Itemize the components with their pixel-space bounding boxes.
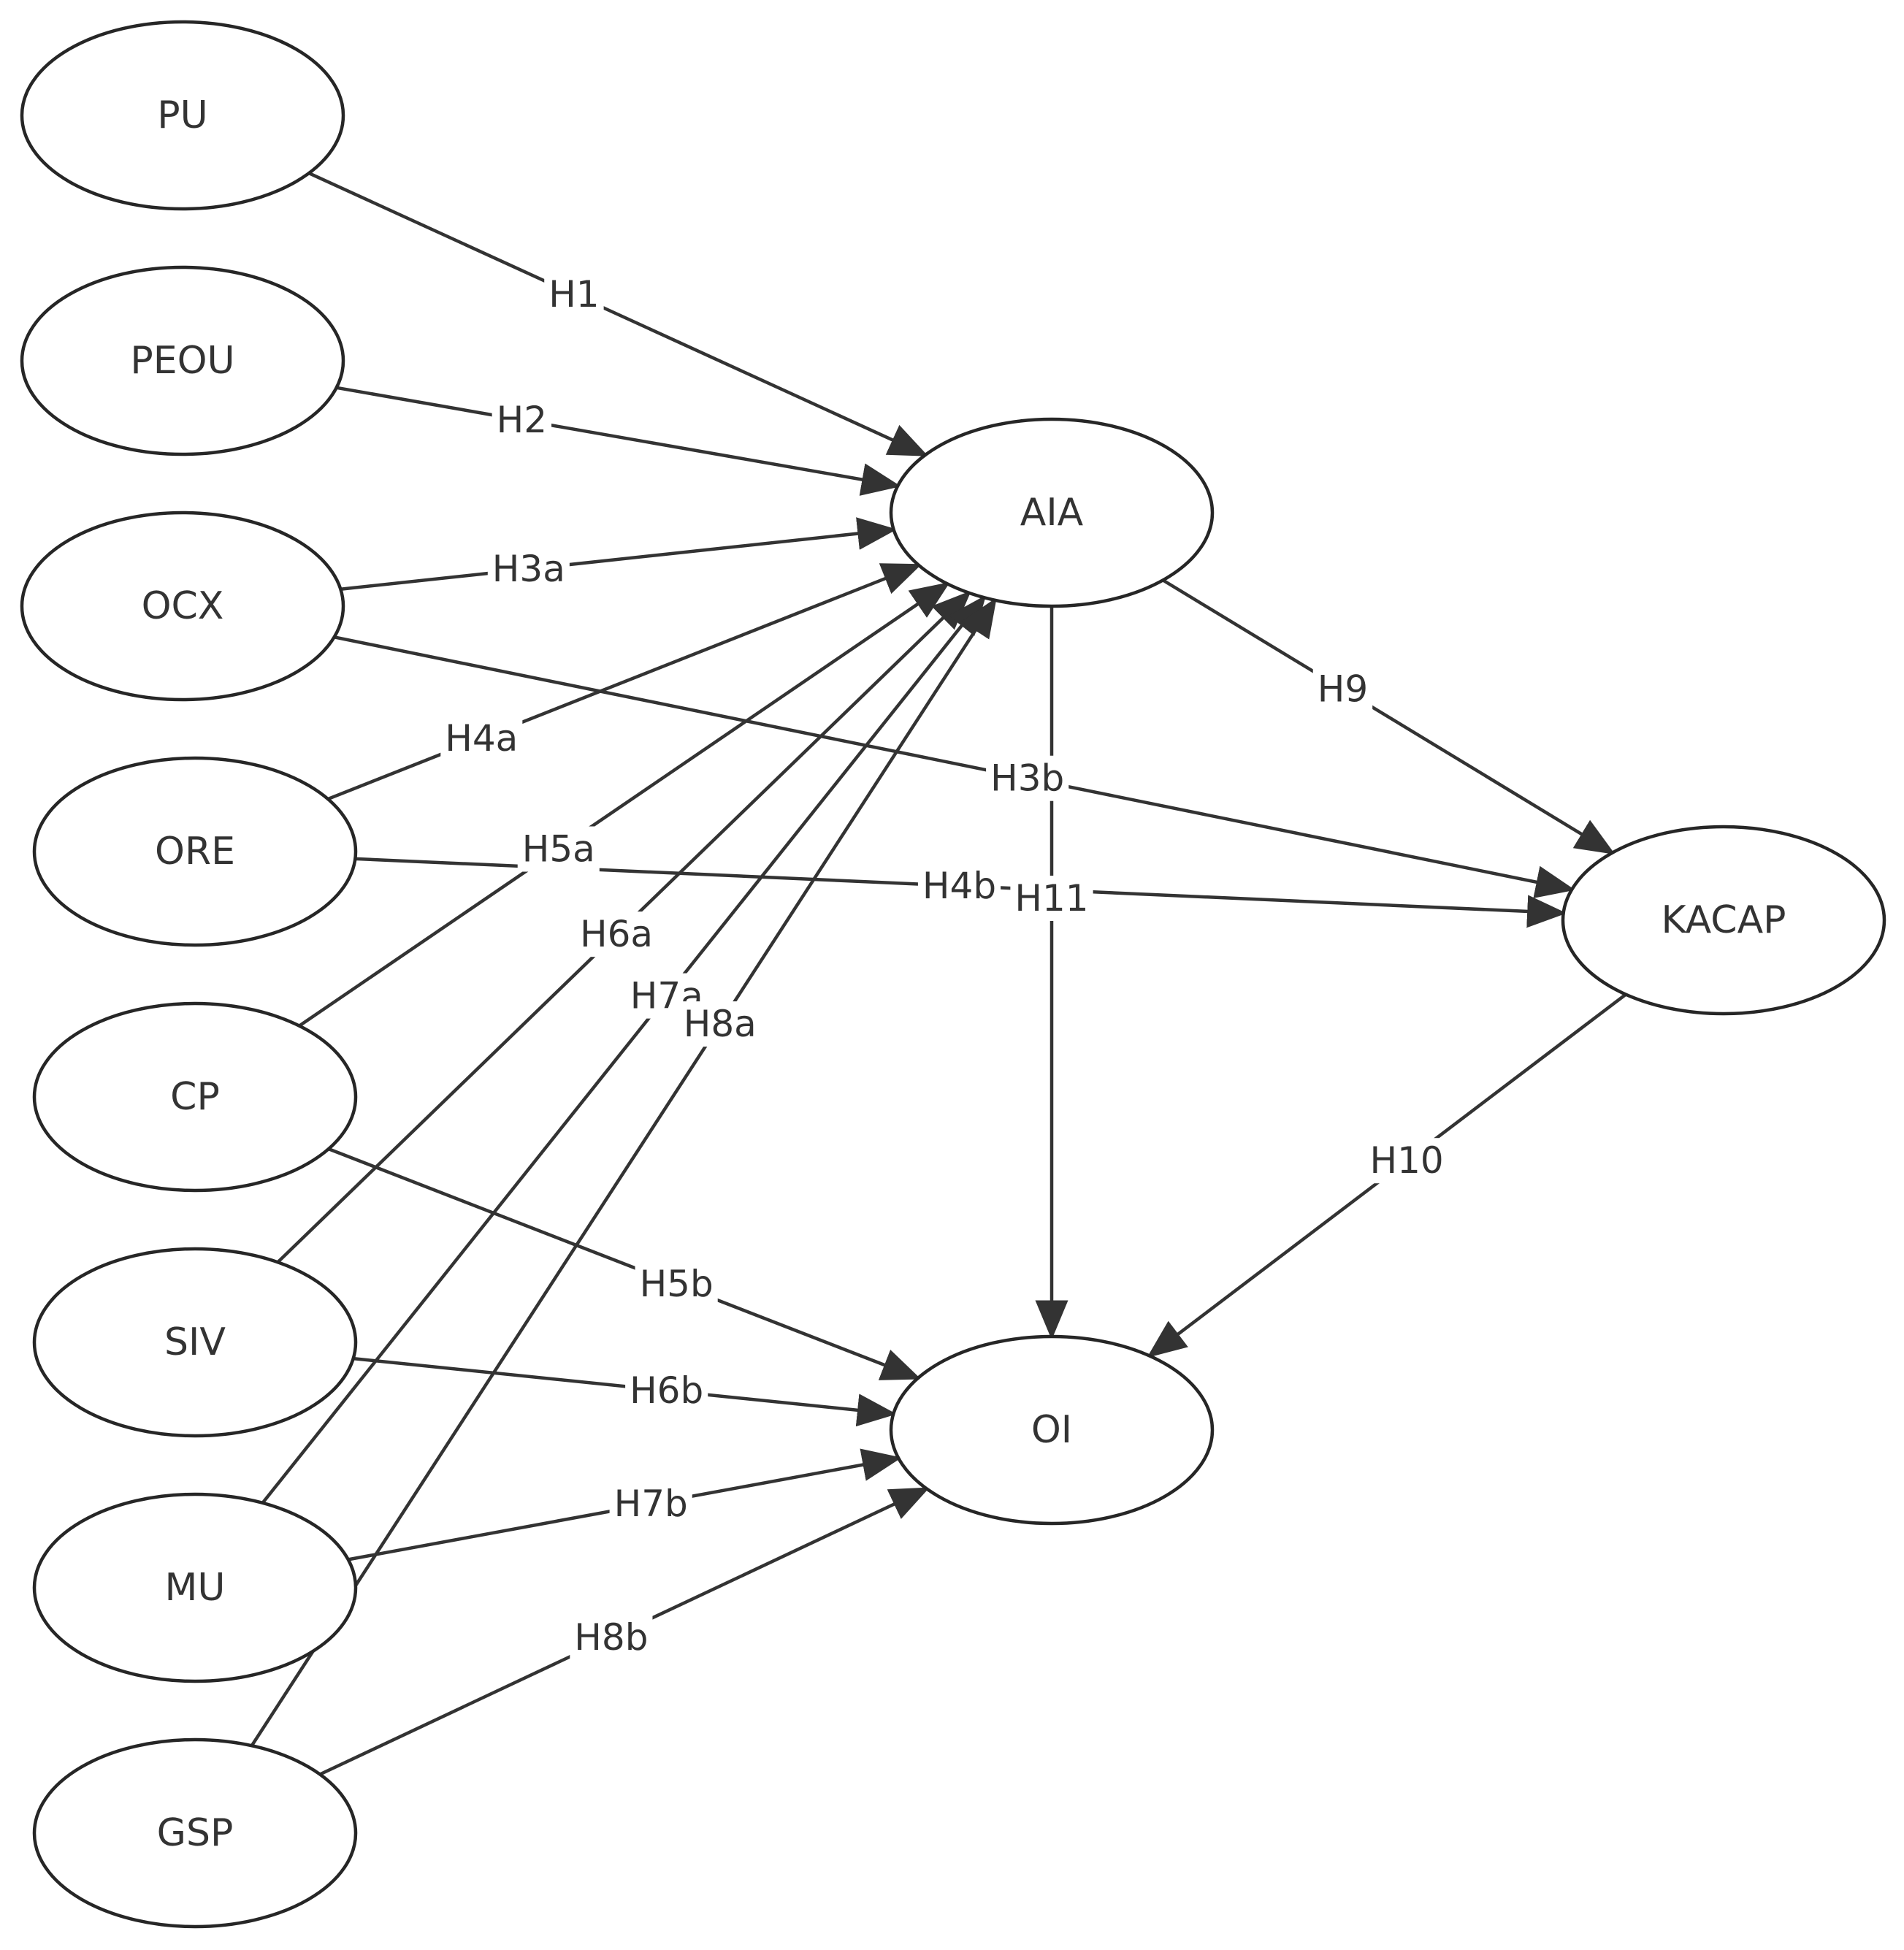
edge-label-background	[1365, 1138, 1448, 1184]
node-ellipse-cp	[32, 1001, 358, 1193]
node-label-gsp: GSP	[157, 1811, 234, 1855]
node-peou: PEOU	[20, 265, 345, 456]
edge-label-group-h11: H11	[1010, 876, 1093, 921]
edge-label-group-h5a: H5a	[517, 826, 600, 872]
node-ocx: OCX	[20, 511, 345, 702]
edge-label-h6b: H6b	[630, 1369, 703, 1412]
edge-label-background	[1312, 666, 1373, 712]
node-label-pu: PU	[157, 93, 207, 137]
edge-label-group-h6a: H6a	[576, 911, 658, 957]
node-pu: PU	[20, 20, 345, 211]
node-ellipse-gsp	[32, 1737, 358, 1929]
edge-label-background	[440, 715, 523, 761]
edge-aia-to-kacap	[1162, 578, 1616, 854]
edge-label-h11: H11	[1014, 877, 1088, 919]
edge-label-group-h6b: H6b	[625, 1368, 708, 1414]
edge-mu-to-aia	[261, 594, 987, 1504]
edge-label-background	[917, 863, 1001, 909]
nodes-layer: PU PEOU OCX ORE CP SIV MU GSP AIA KACAP OI	[20, 20, 1886, 1929]
edge-label-background	[635, 1261, 718, 1307]
node-ellipse-oi	[889, 1334, 1215, 1526]
edge-label-h1: H1	[548, 273, 599, 316]
edge-label-background	[544, 271, 604, 317]
node-ellipse-ocx	[20, 511, 345, 702]
node-gsp: GSP	[32, 1737, 358, 1929]
edge-label-background	[625, 1368, 708, 1414]
node-ellipse-pu	[20, 20, 345, 211]
edge-label-h5a: H5a	[522, 828, 595, 871]
edge-label-group-h2: H2	[492, 397, 552, 443]
node-label-cp: CP	[170, 1075, 220, 1119]
edge-label-group-h4a: H4a	[440, 715, 523, 761]
edge-label-group-h3a: H3a	[487, 546, 570, 592]
edge-label-background	[986, 755, 1069, 801]
edge-label-background	[492, 397, 552, 443]
node-label-oi: OI	[1031, 1408, 1072, 1452]
edge-label-group-h8a: H8a	[678, 1001, 761, 1047]
node-ore: ORE	[32, 756, 358, 947]
edge-label-h3a: H3a	[492, 548, 565, 590]
edge-gsp-to-aia	[250, 597, 997, 1747]
node-ellipse-mu	[32, 1492, 358, 1683]
edge-ocx-to-aia	[340, 517, 898, 591]
edge-ore-to-aia	[327, 563, 922, 801]
edge-label-background	[517, 826, 600, 872]
edge-label-h3b: H3b	[990, 757, 1064, 800]
edge-label-background	[570, 1614, 653, 1660]
edge-label-background	[576, 911, 658, 957]
node-aia: AIA	[889, 417, 1215, 608]
edge-label-group-h1: H1	[544, 271, 604, 317]
node-ellipse-peou	[20, 265, 345, 456]
edge-label-group-h8b: H8b	[570, 1614, 653, 1660]
node-oi: OI	[889, 1334, 1215, 1526]
edges-layer	[250, 172, 1627, 1776]
edge-label-group-h5b: H5b	[635, 1261, 718, 1307]
edge-label-group-h10: H10	[1365, 1138, 1448, 1184]
edge-label-background	[1010, 876, 1093, 921]
edge-label-group-h3b: H3b	[986, 755, 1069, 801]
edge-label-group-h9: H9	[1312, 666, 1373, 712]
edge-label-h5b: H5b	[640, 1263, 714, 1305]
node-label-peou: PEOU	[130, 339, 234, 383]
edge-label-h8a: H8a	[684, 1003, 757, 1045]
edge-label-h7b: H7b	[614, 1483, 688, 1525]
node-label-siv: SIV	[164, 1320, 226, 1364]
edge-label-h8b: H8b	[574, 1616, 648, 1659]
node-mu: MU	[32, 1492, 358, 1683]
node-label-ore: ORE	[155, 830, 235, 873]
edge-label-h10: H10	[1369, 1139, 1443, 1182]
edge-labels-layer: H1H2H3aH4aH5aH6aH7aH8aH3bH4bH5bH6bH7bH8b…	[440, 271, 1448, 1660]
node-ellipse-siv	[32, 1247, 358, 1438]
edge-label-h4a: H4a	[445, 717, 518, 760]
edge-label-h4b: H4b	[922, 865, 996, 907]
edge-label-group-h7b: H7b	[609, 1481, 692, 1527]
edge-ocx-to-kacap	[334, 635, 1575, 898]
edge-label-h2: H2	[497, 399, 547, 441]
edge-cp-to-oi	[328, 1147, 922, 1380]
edge-label-background	[487, 546, 570, 592]
node-ellipse-ore	[32, 756, 358, 947]
node-cp: CP	[32, 1001, 358, 1193]
edge-label-background	[609, 1481, 692, 1527]
node-label-mu: MU	[165, 1566, 226, 1610]
edge-label-background	[678, 1001, 761, 1047]
edge-siv-to-oi	[353, 1356, 897, 1427]
node-label-aia: AIA	[1020, 491, 1084, 535]
node-label-ocx: OCX	[142, 584, 224, 628]
edge-label-group-h4b: H4b	[917, 863, 1001, 909]
node-kacap: KACAP	[1561, 825, 1886, 1016]
edge-peou-to-aia	[336, 386, 901, 496]
node-ellipse-kacap	[1561, 825, 1886, 1016]
edge-pu-to-aia	[308, 172, 929, 456]
edge-label-h9: H9	[1318, 668, 1368, 711]
edge-label-h6a: H6a	[580, 913, 653, 955]
edge-cp-to-aia	[298, 581, 950, 1028]
node-siv: SIV	[32, 1247, 358, 1438]
node-label-kacap: KACAP	[1661, 898, 1786, 942]
node-ellipse-aia	[889, 417, 1215, 608]
